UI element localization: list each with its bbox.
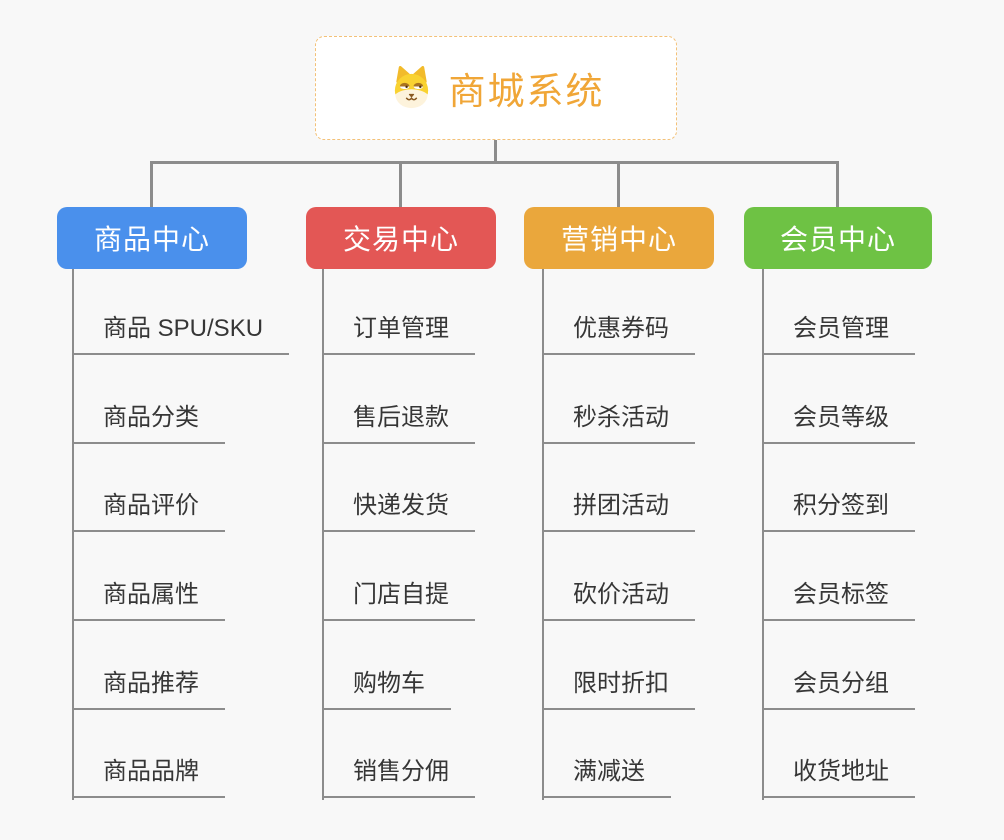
connector-rail	[150, 161, 839, 164]
connector-drop-product	[150, 161, 153, 208]
child-node-topic[interactable]: 商品属性	[74, 579, 225, 621]
connector-drop-marketing	[617, 161, 620, 208]
child-node-topic[interactable]: 商品推荐	[74, 668, 225, 710]
child-node-topic[interactable]: 商品品牌	[74, 756, 225, 798]
branch-label: 营销中心	[560, 224, 677, 255]
child-node-topic[interactable]: 限时折扣	[544, 668, 695, 710]
child-node-topic[interactable]: 商品评价	[74, 490, 225, 532]
child-node-topic[interactable]: 收货地址	[764, 756, 915, 798]
branch-node-trade-center[interactable]: 交易中心	[306, 207, 496, 269]
branch-children-marketing-center: 优惠券码 秒杀活动 拼团活动 砍价活动 限时折扣 满减送	[542, 269, 695, 800]
dog-face-icon	[388, 65, 435, 112]
branch-children-trade-center: 订单管理 售后退款 快递发货 门店自提 购物车 销售分佣	[322, 269, 475, 800]
child-node-topic[interactable]: 门店自提	[324, 579, 475, 621]
child-node-topic[interactable]: 优惠券码	[544, 313, 695, 355]
child-node-topic[interactable]: 满减送	[544, 756, 671, 798]
connector-root-stem	[494, 140, 497, 164]
child-node-topic[interactable]: 会员管理	[764, 313, 915, 355]
connector-drop-trade	[399, 161, 402, 208]
branch-node-product-center[interactable]: 商品中心	[57, 207, 247, 269]
branch-label: 商品中心	[93, 224, 210, 255]
child-node-topic[interactable]: 商品分类	[74, 402, 225, 444]
child-node-topic[interactable]: 会员分组	[764, 668, 915, 710]
child-node-topic[interactable]: 会员标签	[764, 579, 915, 621]
branch-children-product-center: 商品 SPU/SKU 商品分类 商品评价 商品属性 商品推荐 商品品牌	[72, 269, 290, 800]
child-node-topic[interactable]: 拼团活动	[544, 490, 695, 532]
root-node-mall-system[interactable]: 商城系统	[315, 36, 677, 140]
child-node-topic[interactable]: 销售分佣	[324, 756, 475, 798]
child-node-topic[interactable]: 秒杀活动	[544, 402, 695, 444]
child-node-topic[interactable]: 砍价活动	[544, 579, 695, 621]
branch-label: 会员中心	[779, 224, 896, 255]
branch-node-marketing-center[interactable]: 营销中心	[524, 207, 714, 269]
child-node-topic[interactable]: 售后退款	[324, 402, 475, 444]
child-node-topic[interactable]: 快递发货	[324, 490, 475, 532]
child-node-topic[interactable]: 商品 SPU/SKU	[74, 313, 290, 355]
child-node-topic[interactable]: 订单管理	[324, 313, 475, 355]
root-label: 商城系统	[448, 71, 605, 112]
child-node-topic[interactable]: 购物车	[324, 668, 451, 710]
branch-label: 交易中心	[342, 224, 459, 255]
branch-children-member-center: 会员管理 会员等级 积分签到 会员标签 会员分组 收货地址	[762, 269, 915, 800]
child-node-topic[interactable]: 积分签到	[764, 490, 915, 532]
connector-drop-member	[836, 161, 839, 208]
branch-node-member-center[interactable]: 会员中心	[744, 207, 932, 269]
child-node-topic[interactable]: 会员等级	[764, 402, 915, 444]
